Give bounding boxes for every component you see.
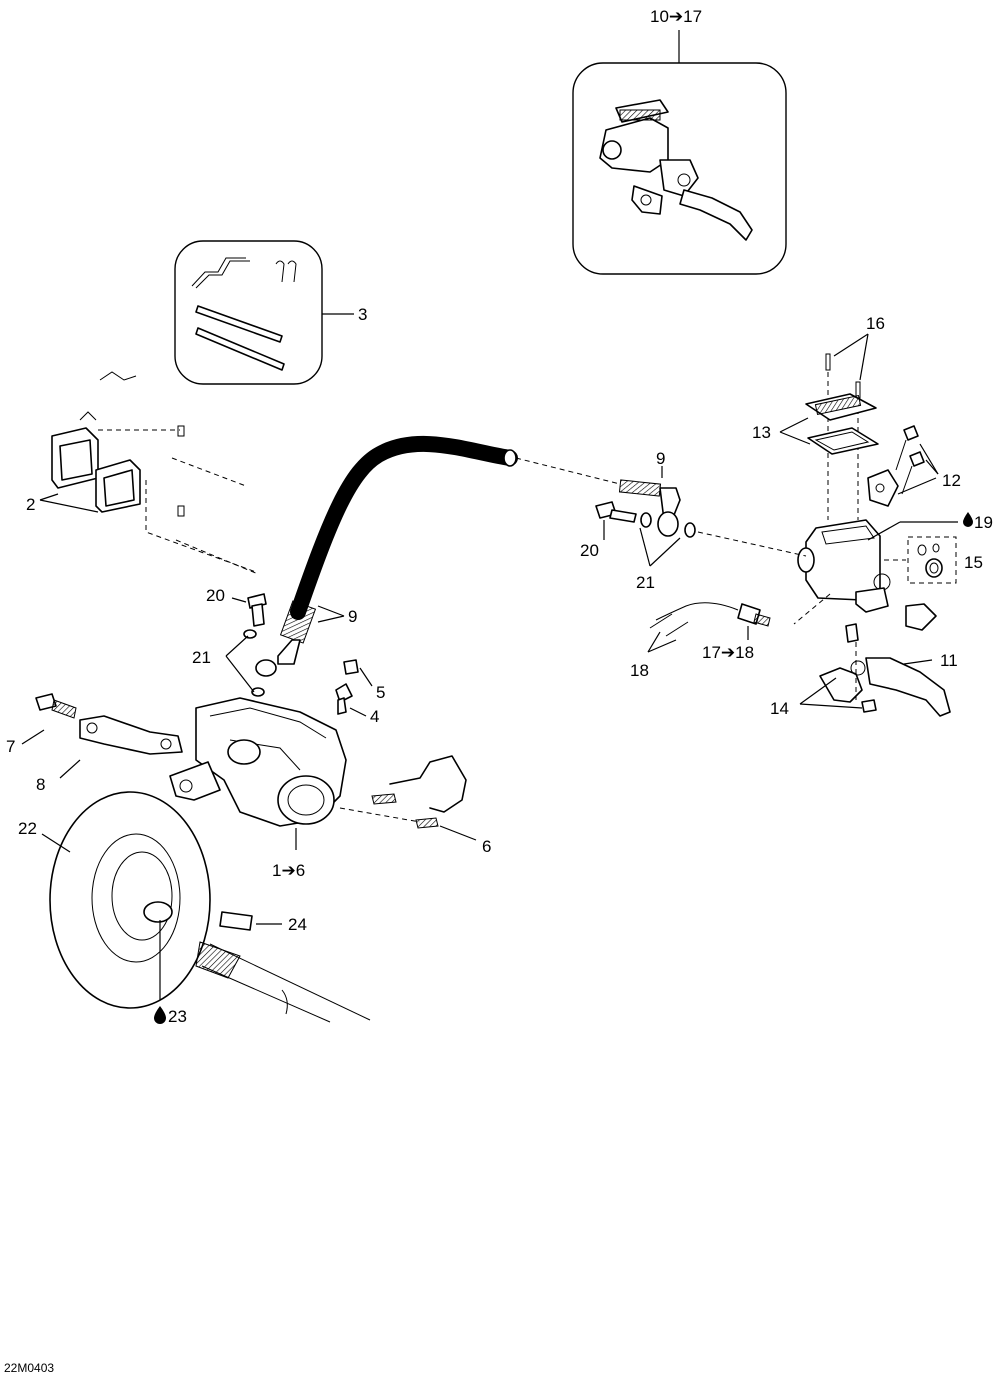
- master-cylinder-body: [793, 519, 958, 631]
- brake-lever: [799, 623, 951, 717]
- caliper-banjo-bolt: [225, 593, 277, 697]
- callout-9-left: 9: [348, 607, 357, 626]
- lubricant-icon-23: [154, 1006, 166, 1024]
- callout-14: 14: [770, 699, 789, 718]
- reservoir-cover: [779, 393, 879, 455]
- callout-2: 2: [26, 495, 35, 514]
- brake-disc: [41, 791, 211, 1009]
- callout-11: 11: [940, 651, 958, 670]
- callout-1-6: 1➔6: [272, 861, 305, 880]
- master-cylinder-assembly-inset: [572, 30, 787, 275]
- pin-kit-inset: [174, 240, 354, 385]
- master-banjo-fitting: [595, 466, 807, 567]
- callout-16: 16: [866, 314, 885, 333]
- cover-screws: [825, 333, 869, 520]
- brake-caliper: [169, 697, 347, 850]
- callout-8: 8: [36, 775, 45, 794]
- hose-clip: [339, 755, 477, 841]
- handlebar-clamp: [867, 425, 939, 507]
- brake-light-switch: [647, 602, 771, 653]
- brake-pads: [39, 371, 259, 575]
- callout-3: 3: [358, 305, 367, 324]
- callout-10-17: 10➔17: [650, 7, 702, 26]
- callout-13: 13: [752, 423, 771, 442]
- brake-hose: [277, 435, 621, 665]
- callout-12: 12: [942, 471, 961, 490]
- bleeder-valve: [335, 659, 373, 717]
- callout-23: 23: [168, 1007, 187, 1026]
- caliper-bracket: [21, 693, 183, 779]
- callout-24: 24: [288, 915, 307, 934]
- callout-6: 6: [482, 837, 491, 856]
- callout-21-right: 21: [636, 573, 655, 592]
- key-and-shaft: [195, 911, 371, 1023]
- callout-20-right: 20: [580, 541, 599, 560]
- callout-19: 19: [974, 513, 993, 532]
- lubricant-icon-19: [963, 512, 973, 527]
- callout-5: 5: [376, 683, 385, 702]
- figure-code: 22M0403: [4, 1361, 54, 1375]
- callout-17-18: 17➔18: [702, 643, 754, 662]
- callout-21-left: 21: [192, 648, 211, 667]
- callout-7: 7: [6, 737, 15, 756]
- callout-18: 18: [630, 661, 649, 680]
- callout-4: 4: [370, 707, 379, 726]
- callout-22: 22: [18, 819, 37, 838]
- callout-9-right: 9: [656, 449, 665, 468]
- callout-20-left: 20: [206, 586, 225, 605]
- callout-15: 15: [964, 553, 983, 572]
- sight-glass: [907, 536, 957, 584]
